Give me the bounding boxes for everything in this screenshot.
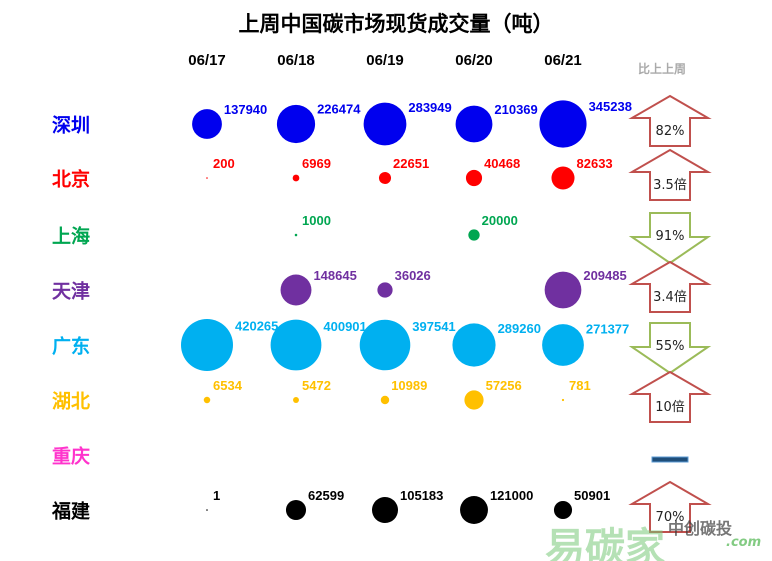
bubble [276, 104, 316, 144]
bubble-value-label: 50901 [574, 488, 610, 503]
region-label: 重庆 [52, 445, 91, 468]
change-arrow-up-icon [628, 480, 712, 533]
bubble-value-label: 6534 [213, 378, 243, 393]
bubble [359, 319, 411, 371]
change-arrow-flat-icon [651, 456, 689, 463]
bubble-value-label: 121000 [490, 488, 533, 503]
change-arrow-up-icon [628, 260, 712, 313]
bubble-value-label: 210369 [494, 102, 537, 117]
bubble [551, 166, 575, 190]
bubble-value-label: 82633 [577, 156, 613, 171]
bubble [465, 169, 483, 187]
region-label: 广东 [52, 335, 91, 358]
region-label: 上海 [52, 225, 91, 248]
change-arrow-down-icon [628, 322, 712, 375]
bubble-value-label: 105183 [400, 488, 443, 503]
chart-title: 上周中国碳市场现货成交量（吨） [238, 12, 554, 36]
bubble [280, 274, 312, 306]
bubble [181, 319, 233, 371]
bubble [542, 324, 584, 366]
bubble-value-label: 20000 [482, 213, 518, 228]
bubble [371, 496, 399, 524]
bubble [192, 109, 222, 139]
bubble [270, 319, 322, 371]
bubble-value-label: 226474 [317, 102, 361, 117]
bubble [285, 499, 307, 521]
change-arrow-down-icon [628, 212, 712, 265]
bubble-value-label: 62599 [308, 488, 344, 503]
date-label: 06/18 [277, 52, 315, 69]
bubble-value-label: 57256 [486, 378, 522, 393]
change-arrow-up-icon [628, 94, 712, 147]
bubble [539, 100, 587, 148]
bubble [203, 396, 211, 404]
bubble-value-label: 1 [213, 488, 220, 503]
change-label: 82% [656, 124, 685, 139]
region-label: 福建 [52, 500, 91, 523]
bubble [468, 229, 480, 241]
bubble-value-label: 781 [569, 378, 591, 393]
bubble [561, 398, 565, 402]
bubble-value-label: 10989 [391, 378, 427, 393]
bubble [294, 233, 298, 237]
bubble [378, 171, 392, 185]
bubble-value-label: 148645 [313, 268, 356, 283]
bubble [460, 496, 488, 524]
bubble-value-label: 40468 [484, 156, 520, 171]
bubble-value-label: 289260 [498, 321, 541, 336]
bubble [544, 271, 582, 309]
date-label: 06/20 [455, 52, 493, 69]
change-label: 91% [656, 229, 685, 244]
bubble-value-label: 22651 [393, 156, 429, 171]
bubble-value-label: 36026 [395, 268, 431, 283]
bubble-value-label: 137940 [224, 102, 267, 117]
watermark-sub: 中创碳投 [668, 519, 733, 538]
date-label: 06/17 [188, 52, 226, 69]
bubble [377, 282, 393, 298]
bubble [553, 500, 573, 520]
bubble [206, 509, 208, 511]
change-label: 55% [656, 339, 685, 354]
bubble [464, 390, 484, 410]
region-label: 天津 [52, 280, 91, 303]
bubble-value-label: 397541 [412, 319, 455, 334]
bubble-value-label: 5472 [302, 378, 331, 393]
bubble [363, 102, 407, 146]
region-label: 北京 [52, 168, 91, 191]
change-label: 3.5倍 [653, 178, 687, 193]
change-arrow-up-icon [628, 370, 712, 423]
watermark-domain: .com [726, 535, 762, 550]
bubble [206, 177, 208, 179]
bubble [292, 174, 300, 182]
region-label: 深圳 [52, 114, 91, 137]
bubble-value-label: 1000 [302, 213, 331, 228]
bubble [293, 397, 299, 403]
bubble-value-label: 6969 [302, 156, 331, 171]
change-arrow-up-icon [628, 148, 712, 201]
date-label: 06/21 [544, 52, 582, 69]
bubble [455, 105, 493, 143]
bubble [452, 323, 496, 367]
watermark-brand: 易碳家 [545, 525, 665, 561]
bubble-value-label: 209485 [583, 268, 626, 283]
change-label: 3.4倍 [653, 290, 687, 305]
change-label: 10倍 [655, 400, 685, 415]
date-label: 06/19 [366, 52, 404, 69]
change-label: 70% [656, 510, 685, 525]
bubble-value-label: 400901 [323, 319, 366, 334]
ratio-header: 比上上周 [638, 62, 687, 76]
bubble [380, 395, 390, 405]
bubble-value-label: 200 [213, 156, 235, 171]
region-label: 湖北 [52, 390, 91, 413]
bubble-value-label: 283949 [408, 100, 451, 115]
bubble-value-label: 420265 [235, 319, 278, 334]
bubble-value-label: 271377 [586, 322, 629, 337]
bubble-value-label: 345238 [589, 99, 632, 114]
